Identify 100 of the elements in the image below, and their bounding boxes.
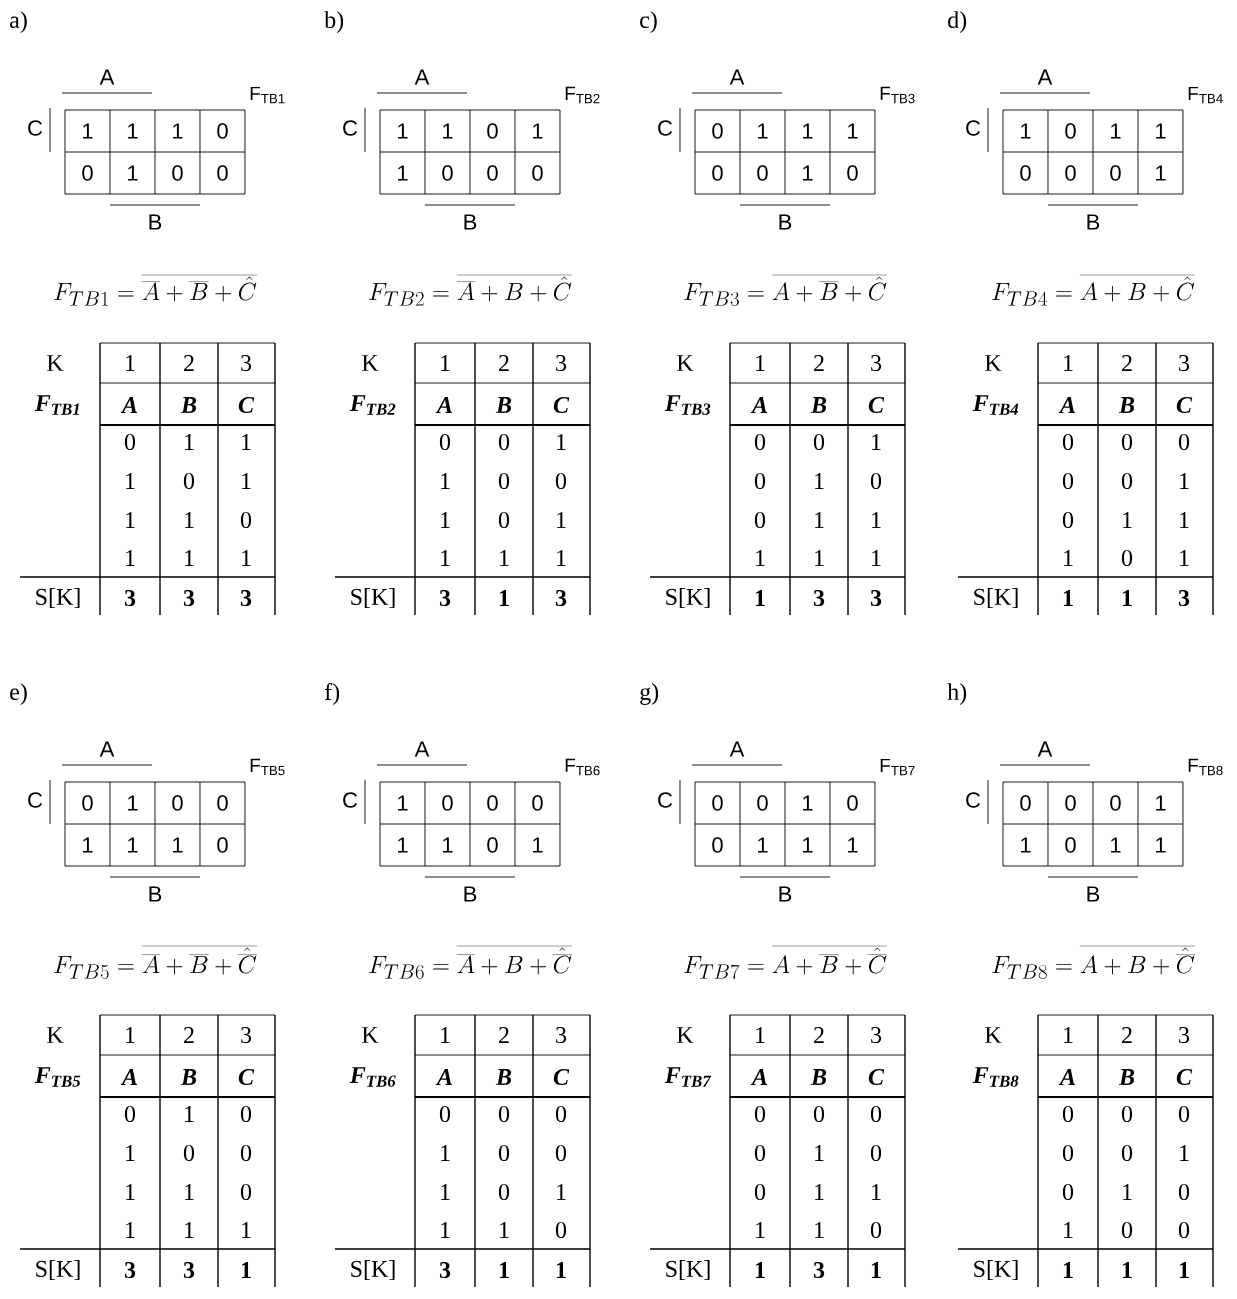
- cell-value: 1: [443, 837, 453, 853]
- table-header: S[K]: [666, 1260, 710, 1280]
- sum-value: 1: [871, 1262, 881, 1278]
- panel-letter: b): [324, 11, 344, 33]
- sum-value: 3: [1178, 589, 1190, 607]
- variable-label: A: [99, 741, 115, 757]
- cell-value: 1: [173, 837, 183, 853]
- table-cell: 0: [870, 1144, 882, 1162]
- table-header: 1: [126, 355, 135, 371]
- map-name: F$_{TB6}$: [565, 758, 600, 776]
- table-cell: 1: [242, 473, 251, 489]
- table-cell: 0: [439, 1105, 451, 1123]
- cell-value: 0: [532, 795, 543, 811]
- formula: $F_{TB1} = \overline{\overline{A} + \overline{B} + \hat{C}}$: [54, 275, 257, 306]
- sum-value: 3: [555, 589, 567, 607]
- cell-value: 0: [217, 837, 228, 853]
- table-cell: 0: [1121, 549, 1133, 567]
- table-header: 3: [1179, 354, 1190, 372]
- table-header: B: [1118, 397, 1135, 413]
- variable-label: B: [464, 886, 477, 902]
- cell-value: 0: [442, 165, 453, 181]
- table-header: 2: [1122, 1027, 1132, 1043]
- table-cell: 0: [240, 1144, 252, 1162]
- table-cell: 1: [872, 434, 881, 450]
- table-cell: 1: [815, 550, 824, 566]
- table-cell: 1: [815, 1222, 824, 1238]
- cell-value: 1: [128, 123, 138, 139]
- table-header: 1: [441, 355, 450, 371]
- sum-value: 1: [1122, 590, 1132, 606]
- map-name: F$_{TB3}$: [880, 86, 915, 104]
- table-cell: 0: [124, 1105, 136, 1123]
- table-cell: 1: [557, 512, 566, 528]
- cell-value: 0: [442, 795, 453, 811]
- variable-label: C: [966, 792, 981, 808]
- table-cell: 0: [754, 433, 766, 451]
- sum-value: 3: [240, 589, 252, 607]
- table-header: S[K]: [974, 1260, 1018, 1280]
- sum-value: 3: [870, 589, 882, 607]
- variable-label: A: [99, 69, 115, 85]
- table-cell: 1: [1180, 1145, 1189, 1161]
- table-header: 2: [1122, 355, 1132, 371]
- cell-value: 0: [172, 165, 183, 181]
- table-cell: 0: [1062, 1105, 1074, 1123]
- table-header: F$_{TB2}$: [349, 395, 396, 415]
- cell-value: 0: [487, 795, 498, 811]
- formula: $F_{TB2} = \overline{\overline{A} + B + \hat{C}}$: [369, 275, 572, 306]
- table-cell: 0: [1121, 1105, 1133, 1123]
- sum-value: 1: [1122, 1262, 1132, 1278]
- variable-label: B: [779, 886, 792, 902]
- formula: $F_{TB8} = \overline{A + B + \hat{\overline{C}}}$: [992, 946, 1195, 979]
- table-header: S[K]: [36, 588, 80, 608]
- cell-value: 1: [1021, 837, 1031, 853]
- table-cell: 0: [1178, 433, 1190, 451]
- cell-value: 1: [398, 165, 408, 181]
- cell-value: 0: [487, 837, 498, 853]
- table-cell: 1: [126, 1184, 135, 1200]
- table-cell: 1: [1180, 550, 1189, 566]
- map-name: F$_{TB1}$: [250, 86, 285, 104]
- variable-label: C: [658, 120, 673, 136]
- sum-value: 1: [1063, 590, 1073, 606]
- cell-value: 1: [83, 123, 93, 139]
- table-cell: 0: [498, 511, 510, 529]
- cell-value: 0: [82, 165, 93, 181]
- table-header: K: [985, 355, 1002, 371]
- map-name: F$_{TB5}$: [250, 758, 285, 776]
- cell-value: 0: [1020, 165, 1031, 181]
- variable-label: B: [464, 214, 477, 230]
- table-cell: 1: [126, 1222, 135, 1238]
- cell-value: 0: [847, 795, 858, 811]
- table-header: C: [553, 396, 570, 414]
- cell-value: 1: [1156, 837, 1166, 853]
- table-cell: 0: [870, 1221, 882, 1239]
- table-header: 3: [871, 354, 882, 372]
- table-cell: 1: [1123, 512, 1132, 528]
- table-cell: 1: [815, 1145, 824, 1161]
- cell-value: 1: [398, 123, 408, 139]
- table-cell: 1: [185, 434, 194, 450]
- cell-value: 0: [487, 165, 498, 181]
- cell-value: 0: [712, 795, 723, 811]
- cell-value: 1: [173, 123, 183, 139]
- cell-value: 0: [487, 123, 498, 139]
- variable-label: A: [414, 69, 430, 85]
- variable-label: B: [1087, 886, 1100, 902]
- table-cell: 0: [813, 433, 825, 451]
- table-header: 3: [556, 354, 567, 372]
- table-cell: 0: [1178, 1221, 1190, 1239]
- table-cell: 1: [441, 1145, 450, 1161]
- table-cell: 0: [754, 472, 766, 490]
- table-header: 3: [556, 1026, 567, 1044]
- sum-value: 1: [755, 1262, 765, 1278]
- cell-value: 1: [803, 837, 813, 853]
- table-header: B: [495, 397, 512, 413]
- table-header: K: [47, 1027, 64, 1043]
- cell-value: 1: [848, 837, 858, 853]
- table-cell: 0: [498, 1144, 510, 1162]
- table-cell: 1: [242, 1222, 251, 1238]
- table-cell: 1: [1064, 550, 1073, 566]
- sum-value: 3: [183, 1261, 195, 1279]
- table-cell: 0: [754, 1144, 766, 1162]
- cell-value: 1: [803, 165, 813, 181]
